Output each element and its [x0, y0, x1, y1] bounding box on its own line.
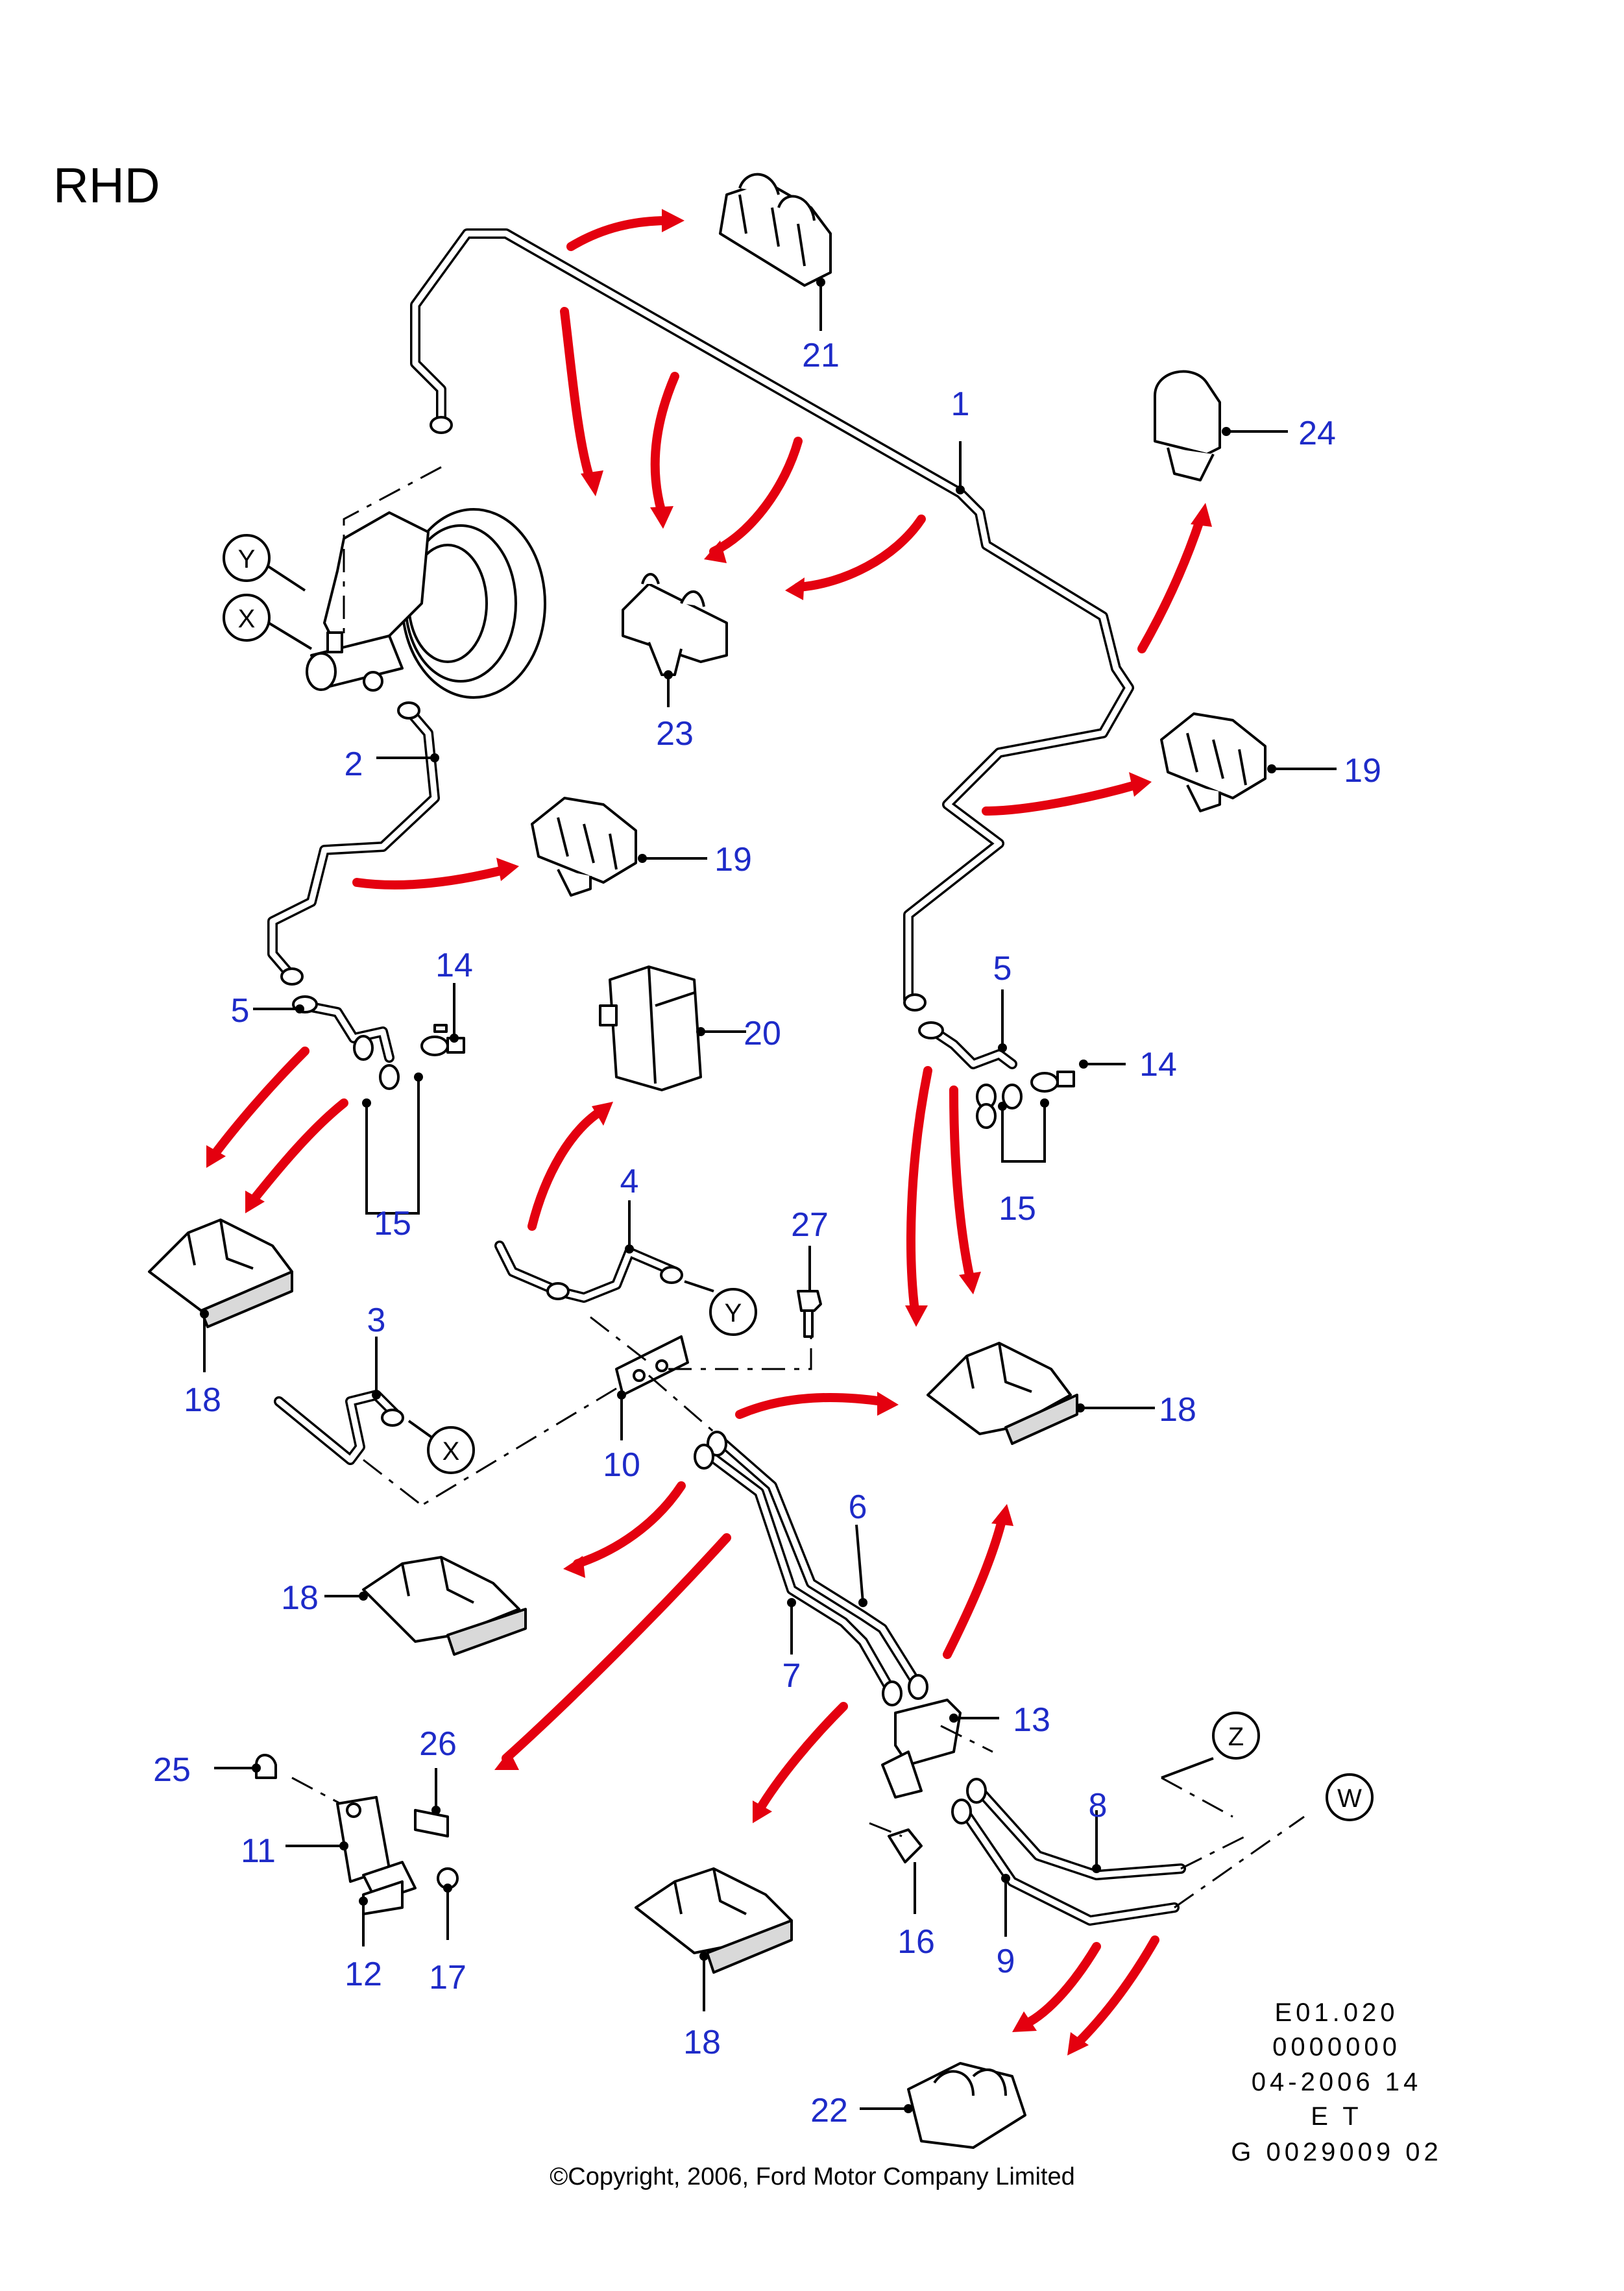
- part-number-11: 11: [241, 1832, 276, 1870]
- part-number-12: 12: [345, 1956, 382, 1993]
- part-number-8: 8: [1089, 1787, 1108, 1824]
- part-number-21: 21: [802, 337, 840, 374]
- part-number-18-middle: 18: [281, 1579, 319, 1617]
- svg-text:X: X: [238, 605, 256, 633]
- part-number-26: 26: [419, 1725, 457, 1763]
- diagram-title: RHD: [53, 158, 160, 213]
- part-number-10: 10: [603, 1446, 640, 1484]
- part-number-5-right: 5: [993, 950, 1012, 988]
- part-number-14-right: 14: [1139, 1046, 1177, 1084]
- brake-pipe-4: [494, 1200, 714, 1303]
- connector-w: W: [1174, 1773, 1374, 1909]
- part-number-19-left: 19: [714, 841, 752, 879]
- part-number-7: 7: [782, 1657, 801, 1695]
- copyright-notice: ©Copyright, 2006, Ford Motor Company Lim…: [550, 2163, 1074, 2190]
- pipe-union-left: [253, 983, 465, 1215]
- connector-z: Z: [1161, 1712, 1260, 1870]
- pipe-clip-24: [1154, 370, 1288, 481]
- brake-hose-clip-18-right: [927, 1342, 1155, 1445]
- part-number-13: 13: [1013, 1701, 1050, 1739]
- part-number-27: 27: [791, 1206, 829, 1244]
- brake-pipe-1: [410, 228, 1134, 1012]
- module-20: [599, 965, 746, 1091]
- brake-pipe-2: [267, 701, 440, 986]
- brake-hose-7: [694, 1431, 928, 1706]
- part-number-23: 23: [656, 715, 694, 753]
- part-number-9: 9: [997, 1943, 1015, 1980]
- part-number-1: 1: [951, 385, 970, 423]
- connector-y-top: Y: [223, 534, 306, 592]
- svg-text:W: W: [1337, 1784, 1362, 1813]
- svg-text:Z: Z: [1228, 1723, 1244, 1751]
- pipe-union-right: [918, 989, 1126, 1163]
- part-number-20: 20: [744, 1015, 781, 1052]
- brake-hose-clip-18-bottom: [635, 1867, 793, 2011]
- part-number-3: 3: [367, 1302, 386, 1339]
- part-number-15-left: 15: [374, 1205, 411, 1242]
- brake-hose-clip-18-left: [148, 1218, 293, 1372]
- reference-block: E01.020 0000000 04-2006 14 E T G 0029009…: [1231, 1998, 1442, 2166]
- svg-text:X: X: [442, 1437, 460, 1466]
- pipe-clip-23: [622, 573, 728, 707]
- part-number-18-right: 18: [1159, 1391, 1196, 1429]
- nut-17: [437, 1867, 459, 1940]
- part-number-14-left: 14: [435, 947, 473, 984]
- part-number-18-bottom: 18: [683, 2024, 721, 2061]
- bolt-16: [869, 1822, 923, 1914]
- svg-text:Y: Y: [725, 1299, 742, 1327]
- bracket-13: [881, 1699, 999, 1799]
- part-number-16: 16: [897, 1923, 935, 1961]
- part-number-labels: 1 2 3 4 5 5 6 7 8 9 10 11 12 13 14 14 15…: [153, 337, 1381, 2129]
- bracket-11-12: [285, 1776, 417, 1946]
- brake-hose-6: [715, 1435, 920, 1686]
- reference-line-1: E01.020: [1274, 1998, 1398, 2027]
- part-number-6: 6: [849, 1488, 867, 1526]
- fitting-26: [414, 1768, 449, 1837]
- brake-pipe-8: [966, 1778, 1186, 1880]
- reference-line-4: E T: [1311, 2102, 1363, 2131]
- part-number-2: 2: [345, 745, 363, 783]
- connector-y-mid: Y: [709, 1288, 757, 1336]
- bolt-14-left: [433, 1024, 448, 1033]
- connector-x-top: X: [223, 594, 313, 650]
- pipe-clip-19-right: [1160, 712, 1337, 812]
- pipe-clip-19-left: [531, 797, 707, 897]
- brake-pipe-3: [274, 1337, 433, 1465]
- reference-line-2: 0000000: [1272, 2033, 1401, 2061]
- clip-25: [214, 1754, 277, 1779]
- part-number-19-right: 19: [1344, 752, 1381, 790]
- connector-x-mid: X: [427, 1426, 475, 1474]
- part-number-18-left: 18: [184, 1381, 221, 1419]
- part-number-4: 4: [620, 1163, 639, 1200]
- part-number-15-right: 15: [999, 1190, 1036, 1228]
- part-number-17: 17: [429, 1959, 467, 1996]
- red-arrows: [210, 216, 1205, 2048]
- pipe-clip-21: [719, 173, 832, 331]
- part-number-25: 25: [153, 1751, 191, 1789]
- bolt-27: [797, 1246, 822, 1338]
- brake-pipe-9: [951, 1799, 1180, 1937]
- svg-text:Y: Y: [238, 545, 256, 574]
- red-arrowheads: [206, 209, 1212, 2055]
- bracket-10: [363, 1316, 812, 1507]
- part-number-22: 22: [810, 2092, 848, 2129]
- brake-hose-clip-18-middle: [324, 1556, 527, 1656]
- reference-line-3: 04-2006 14: [1252, 2068, 1422, 2096]
- part-number-24: 24: [1298, 415, 1336, 452]
- part-number-5-left: 5: [231, 992, 250, 1030]
- brake-booster-master-cylinder: [306, 466, 546, 699]
- reference-line-5: G 0029009 02: [1231, 2138, 1442, 2166]
- pipe-clip-22: [860, 2062, 1026, 2149]
